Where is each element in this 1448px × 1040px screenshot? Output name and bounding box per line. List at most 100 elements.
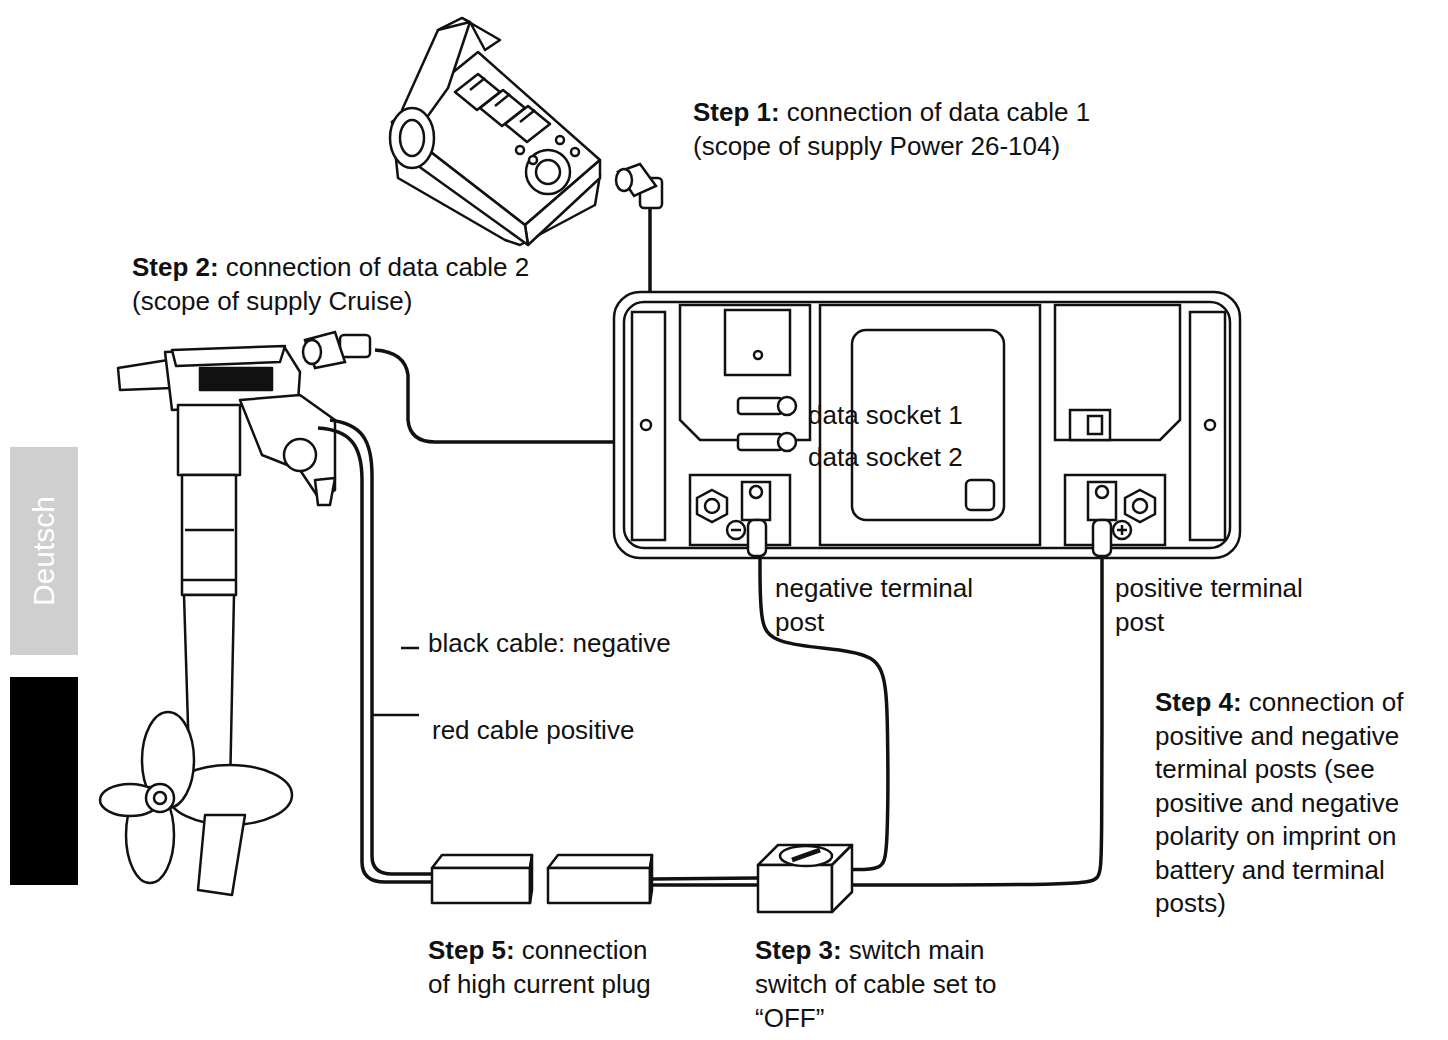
battery <box>754 351 762 359</box>
battery <box>1121 525 1124 535</box>
main-switch <box>832 845 852 912</box>
step-number: Step 4: <box>1155 687 1242 717</box>
step-number: Step 2: <box>132 252 219 282</box>
battery <box>1093 520 1111 556</box>
remote-throttle <box>556 136 564 144</box>
battery <box>1065 475 1165 545</box>
outboard-motor <box>154 792 166 804</box>
main-switch <box>758 865 832 912</box>
battery <box>690 475 790 545</box>
cable-label: red cable positive <box>432 713 752 747</box>
outboard-motor <box>178 405 240 475</box>
battery <box>966 480 994 510</box>
outboard-motor <box>200 368 272 390</box>
remote-throttle <box>536 160 560 184</box>
data-cable <box>616 169 632 191</box>
battery <box>614 292 1240 558</box>
remote-throttle <box>526 150 570 194</box>
battery <box>731 529 741 532</box>
battery <box>1190 312 1225 540</box>
outboard-motor <box>172 346 285 366</box>
remote-throttle <box>520 110 535 122</box>
main-switch <box>758 845 852 912</box>
battery <box>748 520 766 556</box>
outboard-motor <box>100 346 335 895</box>
step-number: Step 1: <box>693 97 780 127</box>
step-note: Step 4:connection of positive and negati… <box>1155 686 1445 921</box>
battery <box>778 433 796 451</box>
battery <box>725 310 790 375</box>
switch-box: Step 3:switch main switch of cable set t… <box>758 843 852 913</box>
battery <box>738 434 782 450</box>
remote-throttle <box>400 120 424 156</box>
battery <box>632 312 665 540</box>
terminal-label: positive terminal post <box>1115 571 1345 639</box>
cable-label: black cable: negative <box>428 626 748 660</box>
battery <box>738 398 782 414</box>
outboard-motor <box>284 439 316 471</box>
leader-line <box>372 648 419 715</box>
leader-line <box>401 647 419 650</box>
high-current-plug <box>530 855 532 903</box>
high-current-plug <box>548 855 652 868</box>
battery <box>1070 410 1110 440</box>
battery <box>1088 482 1116 520</box>
step-note: Step 5:connection of high current plug <box>428 933 668 1001</box>
language-tab <box>10 447 78 885</box>
motor-cable <box>318 420 758 885</box>
battery <box>1113 521 1131 539</box>
remote-throttle <box>390 18 600 245</box>
motor-cable <box>330 420 432 874</box>
battery <box>742 482 770 520</box>
power-cable <box>652 878 758 879</box>
language-tab-label: Deutsch <box>26 451 62 651</box>
battery <box>1125 490 1155 522</box>
step-note: Step 3:switch main switch of cable set t… <box>755 933 1023 1035</box>
outboard-motor <box>198 815 245 895</box>
remote-throttle <box>470 78 485 90</box>
language-tab <box>10 677 78 885</box>
motor-cable <box>652 883 758 887</box>
step-note: Step 2:connection of data cable 2 (scope… <box>132 250 602 318</box>
outboard-motor <box>182 579 236 582</box>
cable-connectors <box>652 558 1102 885</box>
power-cable <box>760 558 888 870</box>
plug-box: Step 5:connection of high current plug <box>430 853 652 905</box>
high-current-plug <box>432 855 532 868</box>
remote-throttle <box>505 106 550 142</box>
remote-throttle <box>438 18 500 50</box>
outboard-motor <box>146 784 174 812</box>
high-current-plug <box>650 855 652 903</box>
step-text: connection of positive and negative term… <box>1155 687 1403 918</box>
main-switch <box>780 846 832 866</box>
battery <box>624 302 1230 548</box>
battery <box>750 486 762 498</box>
outboard-motor <box>182 475 236 595</box>
battery <box>1096 486 1108 498</box>
terminal-label: negative terminal post <box>775 571 1005 639</box>
power-cable <box>852 558 1102 885</box>
socket-label: data socket 2 <box>808 442 1068 472</box>
leader-line <box>372 714 419 717</box>
battery <box>705 499 719 513</box>
remote-throttle <box>529 156 537 164</box>
battery <box>1055 305 1180 440</box>
high-current-plug <box>432 855 652 903</box>
battery <box>778 397 796 415</box>
battery <box>697 490 727 522</box>
socket-label: data socket 1 <box>808 400 1068 430</box>
battery <box>614 292 1240 558</box>
language-tab <box>10 447 78 655</box>
battery <box>680 305 810 440</box>
remote-throttle <box>390 108 434 168</box>
step-note: Step 1:connection of data cable 1 (scope… <box>693 95 1163 163</box>
remote-throttle <box>516 146 524 154</box>
step-number: Step 5: <box>428 935 515 965</box>
main-switch <box>792 850 820 860</box>
battery <box>727 521 745 539</box>
outboard-motor <box>118 360 172 390</box>
battery <box>1205 420 1215 430</box>
outboard-motor <box>185 529 234 532</box>
battery <box>1088 416 1102 434</box>
